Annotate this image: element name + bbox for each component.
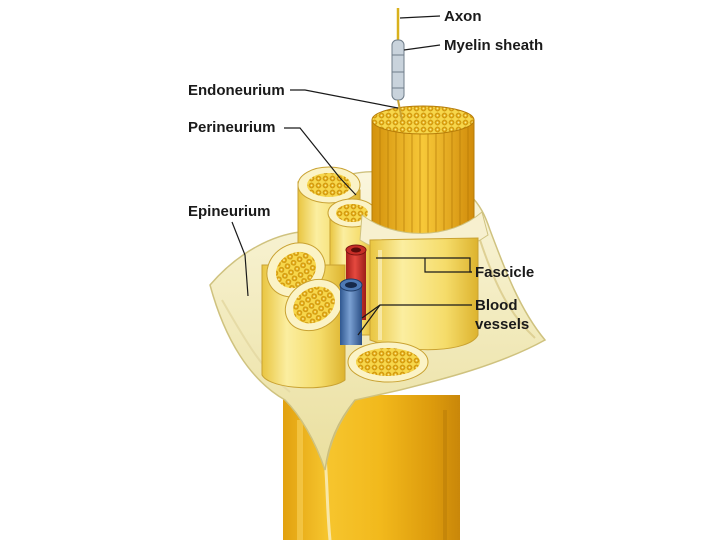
leader-endoneurium: [290, 89, 399, 109]
blood-vessels: [339, 244, 367, 345]
label-endoneurium: Endoneurium: [188, 82, 285, 99]
label-myelin-group: Myelin sheath: [403, 37, 543, 54]
leader-epineurium: [231, 221, 249, 297]
fascicle-front-right: [369, 237, 479, 351]
label-blood-vessels-line2: vessels: [475, 316, 529, 333]
label-fascicle: Fascicle: [475, 264, 534, 281]
leader-fascicle-bracket: [424, 258, 472, 273]
label-blood-vessels-group: Blood vessels: [357, 297, 529, 336]
leader-blood-vessels-vein: [357, 304, 381, 336]
axon-strand: [391, 8, 405, 121]
label-myelin-sheath: Myelin sheath: [444, 37, 543, 54]
leader-myelin-sheath: [403, 44, 441, 51]
fascicle-bottom-front: [347, 341, 429, 383]
label-axon: Axon: [444, 8, 482, 25]
leader-perineurium: [284, 127, 357, 196]
label-endoneurium-group: Endoneurium: [188, 82, 399, 109]
leader-axon: [399, 15, 441, 19]
label-axon-group: Axon: [399, 8, 482, 25]
label-perineurium-group: Perineurium: [188, 119, 357, 196]
label-fascicle-group: Fascicle: [376, 257, 534, 281]
vein: [339, 278, 363, 345]
fascicle-central: [359, 105, 489, 257]
label-epineurium-group: Epineurium: [188, 203, 271, 297]
fascicle-left-large: [261, 242, 346, 389]
label-epineurium: Epineurium: [188, 203, 271, 220]
label-blood-vessels-line1: Blood: [475, 297, 518, 314]
label-perineurium: Perineurium: [188, 119, 276, 136]
